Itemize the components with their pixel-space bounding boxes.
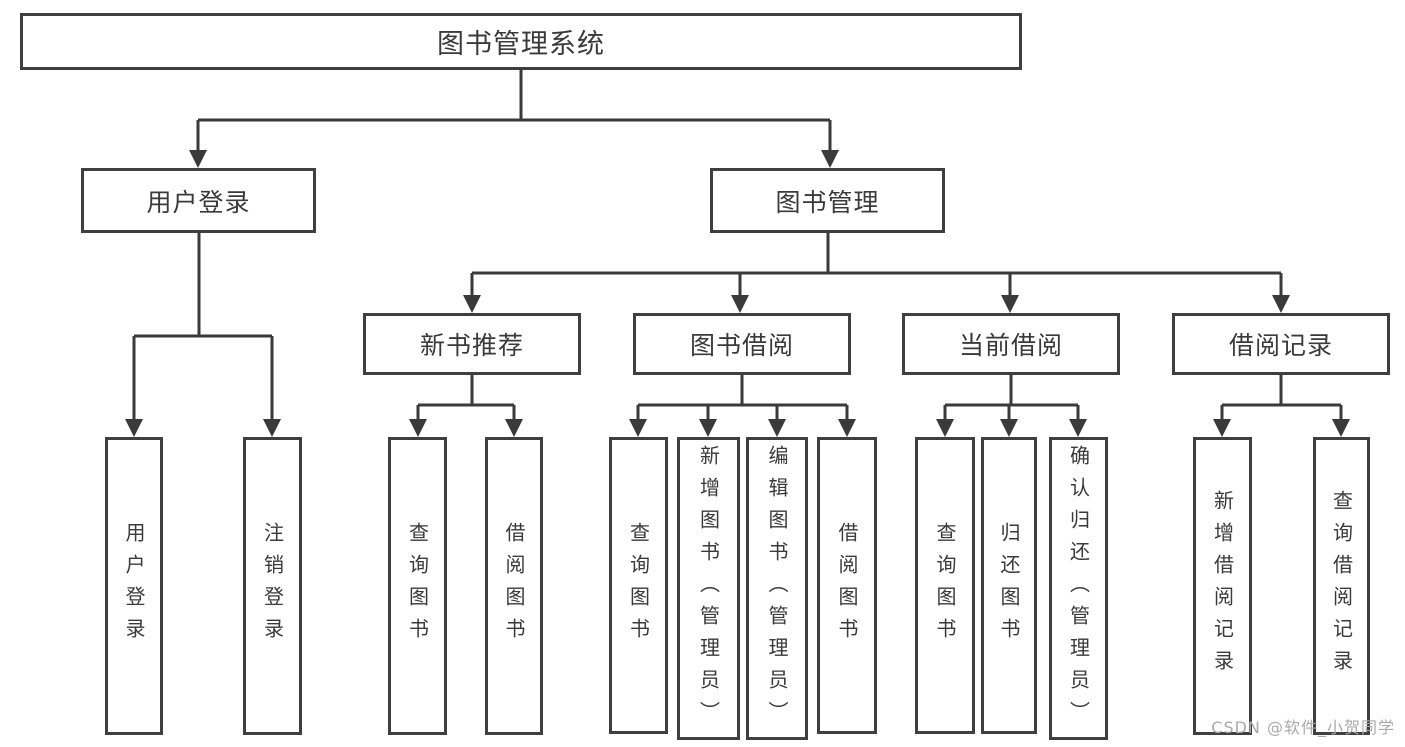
node-label: 编辑图书（管理员） <box>765 444 789 733</box>
node-label: 查询图书 <box>626 521 651 650</box>
node-label: 借阅记录 <box>1228 331 1333 360</box>
node-current-borrowing: 当前借阅 <box>902 313 1120 375</box>
node-label: 当前借阅 <box>958 331 1063 360</box>
leaf-return-books: 归还图书 <box>981 437 1037 734</box>
leaf-confirm-return-admin: 确认归还（管理员） <box>1049 437 1108 740</box>
leaf-query-borrow-record: 查询借阅记录 <box>1313 437 1370 735</box>
node-label: 归还图书 <box>997 521 1021 650</box>
node-book-borrowing: 图书借阅 <box>633 313 851 375</box>
arrowhead-group <box>125 150 1350 437</box>
node-label: 查询图书 <box>933 521 957 650</box>
leaf-borrow-books-recommend: 借阅图书 <box>485 437 543 735</box>
leaf-add-books-admin: 新增图书（管理员） <box>677 437 740 740</box>
node-book-management: 图书管理 <box>710 168 945 233</box>
leaf-query-books-borrowing: 查询图书 <box>609 437 668 734</box>
node-label: 借阅图书 <box>502 522 526 650</box>
leaf-query-books-current: 查询图书 <box>915 437 975 734</box>
node-label: 查询图书 <box>405 522 430 650</box>
node-library-management-system: 图书管理系统 <box>20 13 1022 70</box>
node-label: 新增借阅记录 <box>1210 490 1235 682</box>
leaf-user-login: 用户登录 <box>105 437 163 735</box>
node-label: 确认归还（管理员） <box>1066 444 1091 733</box>
leaf-query-books-recommend: 查询图书 <box>388 437 447 735</box>
node-label: 图书管理系统 <box>437 29 605 60</box>
node-user-login: 用户登录 <box>81 168 316 233</box>
leaf-logout-login: 注销登录 <box>243 437 302 735</box>
node-borrowing-records: 借阅记录 <box>1172 313 1390 375</box>
node-new-book-recommendation: 新书推荐 <box>363 313 581 375</box>
node-label: 新增图书（管理员） <box>696 444 721 733</box>
watermark: CSDN @软件_小贺同学 <box>1211 718 1395 737</box>
node-label: 用户登录 <box>146 187 251 217</box>
leaf-edit-books-admin: 编辑图书（管理员） <box>746 437 808 740</box>
leaf-add-borrow-record: 新增借阅记录 <box>1193 437 1252 735</box>
node-label: 新书推荐 <box>419 331 524 360</box>
node-label: 图书管理 <box>775 187 880 217</box>
node-label: 借阅图书 <box>835 521 859 650</box>
leaf-borrow-books: 借阅图书 <box>817 437 877 734</box>
node-label: 查询借阅记录 <box>1329 490 1354 682</box>
node-label: 图书借阅 <box>689 331 794 360</box>
node-label: 注销登录 <box>260 522 285 650</box>
node-label: 用户登录 <box>122 522 146 650</box>
